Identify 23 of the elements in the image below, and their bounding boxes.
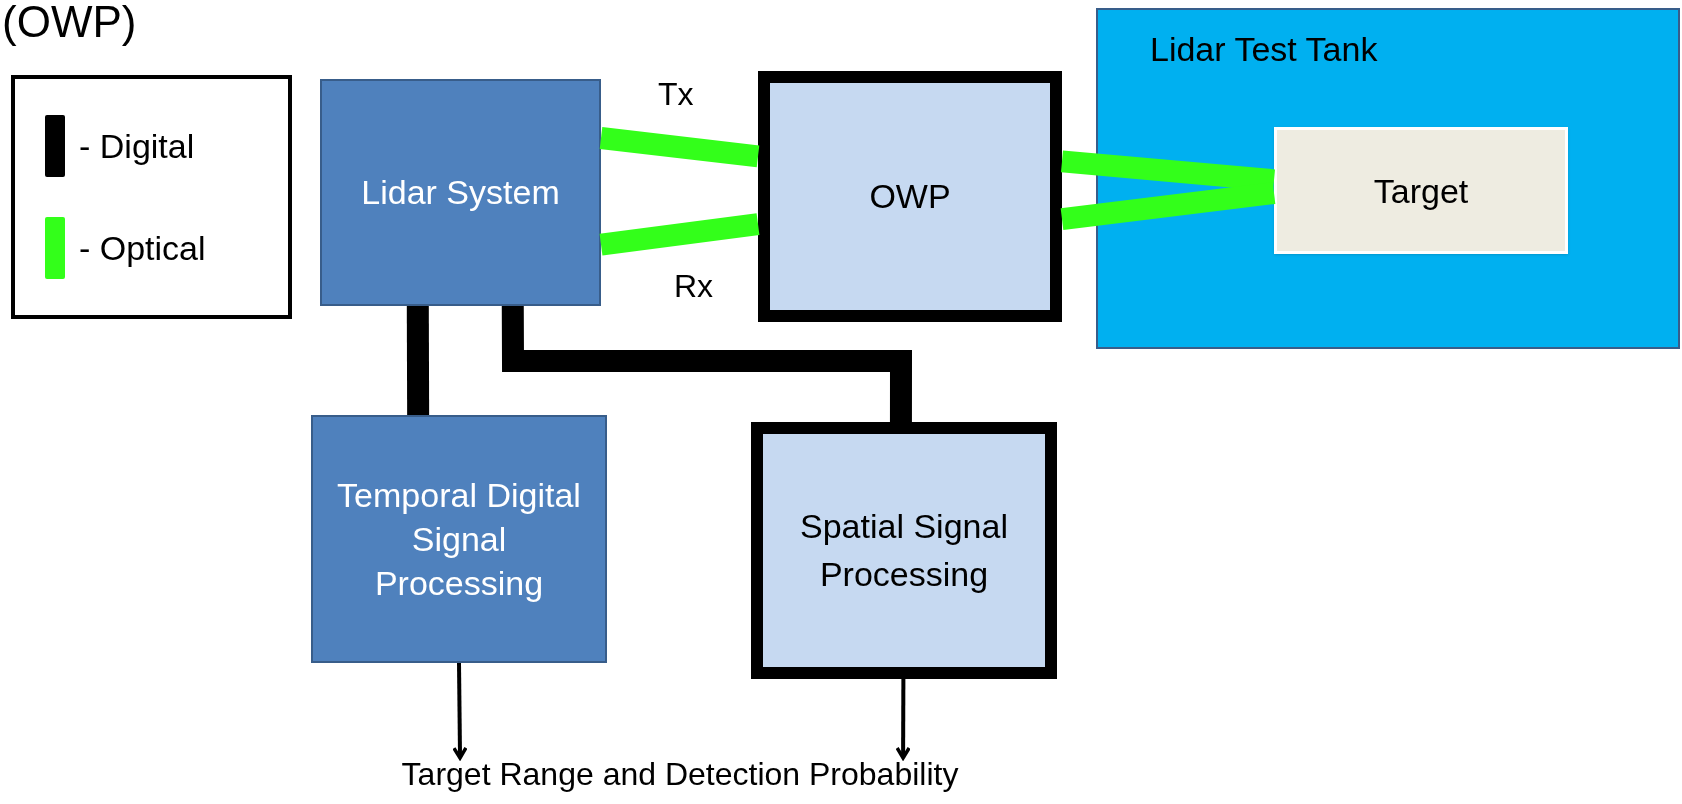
- process-box: [311, 415, 607, 663]
- target-box: [1274, 127, 1568, 254]
- signal-line: [406, 305, 430, 416]
- box-label: Lidar System: [360, 172, 561, 214]
- signal-line: [501, 305, 912, 423]
- tank-region: [1096, 8, 1680, 349]
- box-label: Target: [1373, 173, 1469, 208]
- signal-line: [599, 213, 760, 256]
- box-label: OWP: [868, 175, 952, 217]
- arrow: [452, 662, 468, 760]
- process-box: [320, 79, 601, 306]
- process-box: [758, 71, 1062, 322]
- box-label: Lidar Test Tank: [1150, 32, 1378, 66]
- box-label: Spatial Signal Processing: [799, 505, 1009, 595]
- signal-line: [1060, 182, 1276, 230]
- title-text: (OWP): [2, 0, 137, 44]
- arrow: [895, 679, 911, 760]
- legend-label: - Digital: [79, 129, 195, 163]
- process-box: [751, 422, 1057, 679]
- box-label: Temporal Digital Signal Processing: [336, 474, 582, 605]
- legend-label: - Optical: [79, 231, 206, 265]
- signal-line: [599, 127, 760, 168]
- output-text: Target Range and Detection Probability: [401, 758, 959, 790]
